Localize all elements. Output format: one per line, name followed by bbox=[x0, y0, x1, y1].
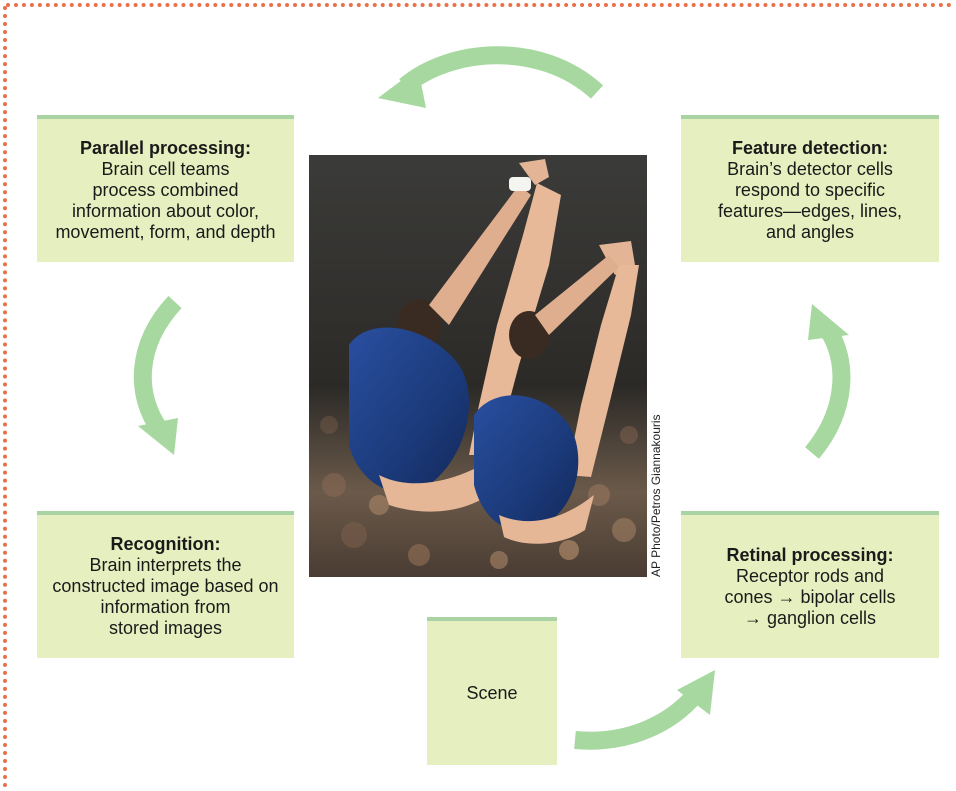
dotted-border-top bbox=[6, 3, 952, 7]
feature-detection-title: Feature detection: bbox=[731, 138, 889, 158]
arrow-scene-to-retinal bbox=[574, 670, 715, 750]
feature-detection-text: Brain’s detector cells respond to specif… bbox=[717, 159, 903, 242]
dotted-border-left bbox=[3, 6, 7, 788]
scene-box: Scene bbox=[427, 617, 557, 765]
arrow-parallel-to-recognition bbox=[133, 295, 182, 455]
retinal-processing-box: Retinal processing: Receptor rods and co… bbox=[681, 511, 939, 658]
parallel-processing-text: Brain cell teams process combined inform… bbox=[55, 159, 276, 242]
retinal-processing-text: Receptor rods and cones → bipolar cells … bbox=[724, 565, 896, 628]
recognition-text: Brain interprets the constructed image b… bbox=[52, 555, 279, 638]
parallel-processing-title: Parallel processing: bbox=[79, 138, 252, 158]
divers-photo bbox=[309, 155, 647, 577]
arrow-retinal-to-feature bbox=[804, 304, 851, 459]
retinal-processing-title: Retinal processing: bbox=[726, 544, 894, 565]
recognition-box: Recognition: Brain interprets the constr… bbox=[37, 511, 294, 658]
arrow-feature-to-parallel bbox=[378, 46, 604, 108]
recognition-title: Recognition: bbox=[110, 534, 221, 554]
feature-detection-box: Feature detection: Brain’s detector cell… bbox=[681, 115, 939, 262]
parallel-processing-box: Parallel processing: Brain cell teams pr… bbox=[37, 115, 294, 262]
scene-label: Scene bbox=[466, 682, 518, 703]
